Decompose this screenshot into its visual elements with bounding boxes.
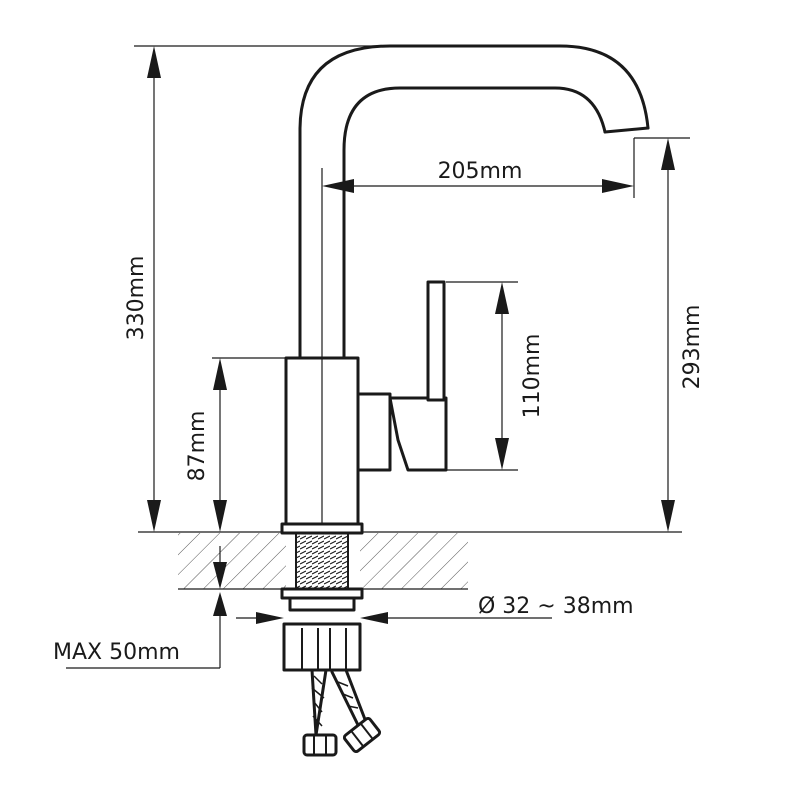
max-thickness-label: MAX 50mm [53,640,180,665]
spout-height-label: 293mm [680,305,705,390]
dimension-hole-diameter: Ø 32 ~ 38mm [236,594,634,624]
faucet-outline [280,44,650,757]
base-height-label: 87mm [185,411,210,482]
dimension-handle-height: 110mm [446,281,545,471]
dimension-base-height: 87mm [185,357,286,532]
handle-height-label: 110mm [520,334,545,419]
dimension-spout-height: 293mm [634,137,705,532]
dimension-spout-reach: 205mm [322,138,635,198]
countertop-section [138,531,682,590]
dimension-max-thickness: MAX 50mm [53,546,227,669]
total-height-label: 330mm [124,256,149,341]
hole-diameter-label: Ø 32 ~ 38mm [478,594,634,619]
dimension-total-height: 330mm [124,45,380,532]
spout-reach-label: 205mm [438,159,523,184]
